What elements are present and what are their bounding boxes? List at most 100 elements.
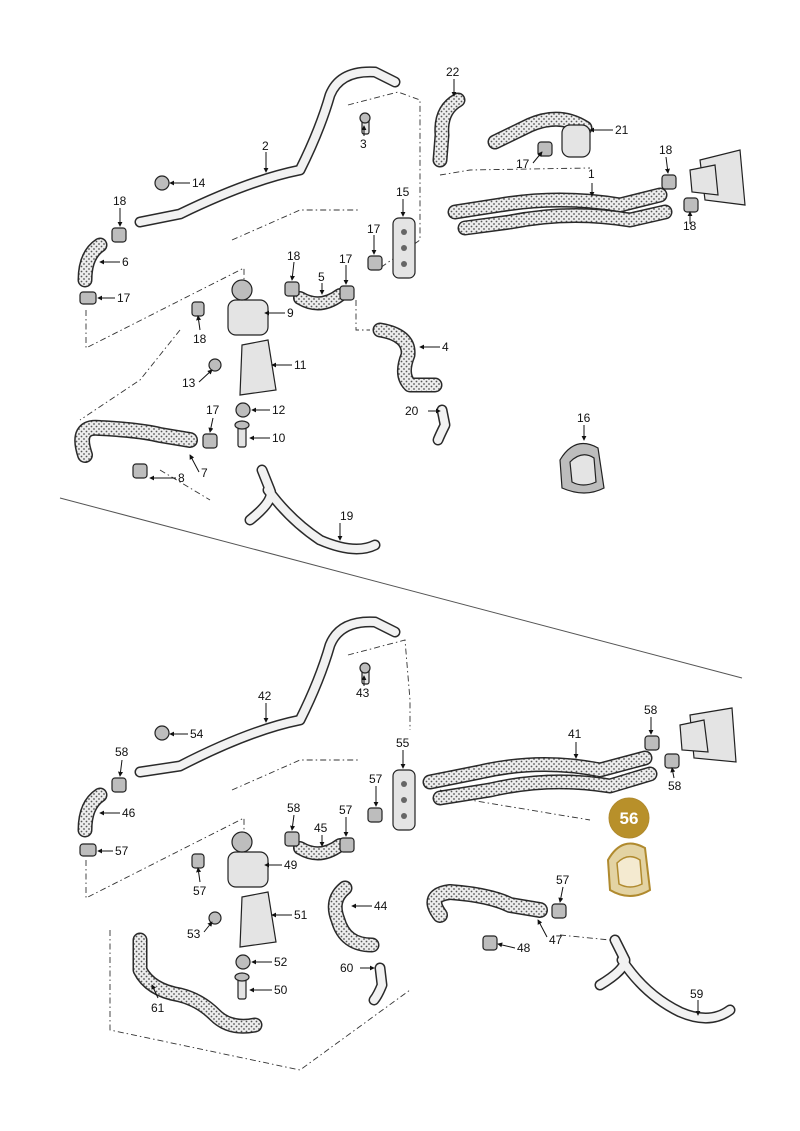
- callout-45: 45: [314, 821, 328, 835]
- hose-59: [594, 934, 736, 1024]
- nut-13: [208, 358, 222, 372]
- hose-4: [372, 322, 443, 393]
- pump-9: [227, 279, 269, 336]
- clamp-18-pump: [191, 301, 205, 317]
- callout-61: 61: [151, 1001, 165, 1015]
- bolt-50: [234, 972, 250, 1000]
- callout-59: 59: [690, 987, 704, 1001]
- callout-50: 50: [274, 983, 288, 997]
- hose-42: [134, 616, 401, 778]
- clamp-18-right-bottom: [683, 197, 699, 213]
- callout-10: 10: [272, 431, 286, 445]
- top-leaders: [97, 79, 693, 541]
- hose-45: [293, 838, 347, 861]
- clamp-57-pump: [191, 853, 205, 869]
- callout-13: 13: [182, 376, 196, 390]
- clamp-57-mid: [339, 837, 355, 853]
- callout-14: 14: [192, 176, 206, 190]
- pump-49: [227, 831, 269, 888]
- callout-6: 6: [122, 255, 129, 269]
- callout-21: 21: [615, 123, 629, 137]
- hose-46: [77, 787, 108, 838]
- callout-44: 44: [374, 899, 388, 913]
- callout-15: 15: [396, 185, 410, 199]
- callout-18-right-bottom: 18: [683, 219, 697, 233]
- clamp-48: [482, 935, 498, 951]
- callout-18-right-top: 18: [659, 143, 673, 157]
- top-callouts: 1 2 3 4 5 6 7 8 9 10 11 12 13 14 15 16 1…: [113, 65, 697, 523]
- hose-19: [244, 464, 381, 555]
- callout-57-connector: 57: [369, 772, 383, 786]
- hose-20: [432, 404, 451, 446]
- hose-2: [134, 66, 401, 228]
- clamp-17-connector: [367, 255, 383, 271]
- callout-7: 7: [201, 466, 208, 480]
- callout-54: 54: [190, 727, 204, 741]
- nut-54: [154, 725, 170, 741]
- callout-46: 46: [122, 806, 136, 820]
- bottom-leaders: [97, 675, 701, 1016]
- bellows-connector-bottom: [679, 707, 737, 763]
- hose-21: [487, 111, 593, 158]
- callout-17-connector: 17: [367, 222, 381, 236]
- callout-17-mid: 17: [339, 252, 353, 266]
- hose-41: [422, 750, 658, 806]
- callout-58-mid: 58: [287, 801, 301, 815]
- callout-17-left: 17: [117, 291, 131, 305]
- callout-8: 8: [178, 471, 185, 485]
- callout-42: 42: [258, 689, 272, 703]
- callout-57-pump: 57: [193, 884, 207, 898]
- bracket-51: [239, 891, 277, 948]
- callout-60: 60: [340, 961, 354, 975]
- callout-18-mid: 18: [287, 249, 301, 263]
- part-56-label: 56: [620, 809, 639, 828]
- part-56-badge[interactable]: [608, 797, 650, 839]
- callout-18-top: 18: [113, 194, 127, 208]
- clamp-8: [132, 463, 148, 479]
- section-divider: [59, 497, 743, 679]
- hose-7: [74, 419, 198, 463]
- clamp-57-lower: [551, 903, 567, 919]
- callout-5: 5: [318, 270, 325, 284]
- hose-6: [77, 237, 108, 288]
- callout-57-mid: 57: [339, 803, 353, 817]
- hose-60: [368, 962, 388, 1006]
- hose-47: [426, 884, 548, 923]
- hose-1: [447, 187, 673, 236]
- callout-53: 53: [187, 927, 201, 941]
- callout-47: 47: [549, 933, 563, 947]
- clamp-58-right-bottom: [664, 753, 680, 769]
- callout-55: 55: [396, 736, 410, 750]
- callout-11: 11: [294, 358, 307, 372]
- hose-44: [327, 880, 380, 953]
- callout-1: 1: [588, 167, 595, 181]
- callout-18-pump: 18: [193, 332, 207, 346]
- top-assembly: [74, 66, 746, 555]
- callout-2: 2: [262, 139, 269, 153]
- callout-58-left: 58: [115, 745, 129, 759]
- gasket-56-highlighted[interactable]: 56: [606, 797, 652, 897]
- clamp-57-left: [79, 843, 97, 857]
- callout-22: 22: [446, 65, 460, 79]
- clamp-17-lower: [202, 433, 218, 449]
- callout-41: 41: [568, 727, 582, 741]
- callout-52: 52: [274, 955, 288, 969]
- nut-14: [154, 175, 170, 191]
- clamp-17-mid: [339, 285, 355, 301]
- clamp-57-connector: [367, 807, 383, 823]
- connector-15: [392, 217, 416, 279]
- callout-19: 19: [340, 509, 354, 523]
- connector-55: [392, 769, 416, 831]
- clamp-18-mid: [284, 281, 300, 297]
- callout-57-left: 57: [115, 844, 129, 858]
- bolt-3: [359, 112, 371, 135]
- clamp-58-right-top: [644, 735, 660, 751]
- callout-17-lower: 17: [206, 403, 220, 417]
- nut-52: [235, 954, 251, 970]
- callout-49: 49: [284, 858, 298, 872]
- hose-61: [132, 932, 263, 1034]
- bolt-43: [359, 662, 371, 685]
- gasket-16: [559, 442, 605, 494]
- clamp-18-right-top: [661, 174, 677, 190]
